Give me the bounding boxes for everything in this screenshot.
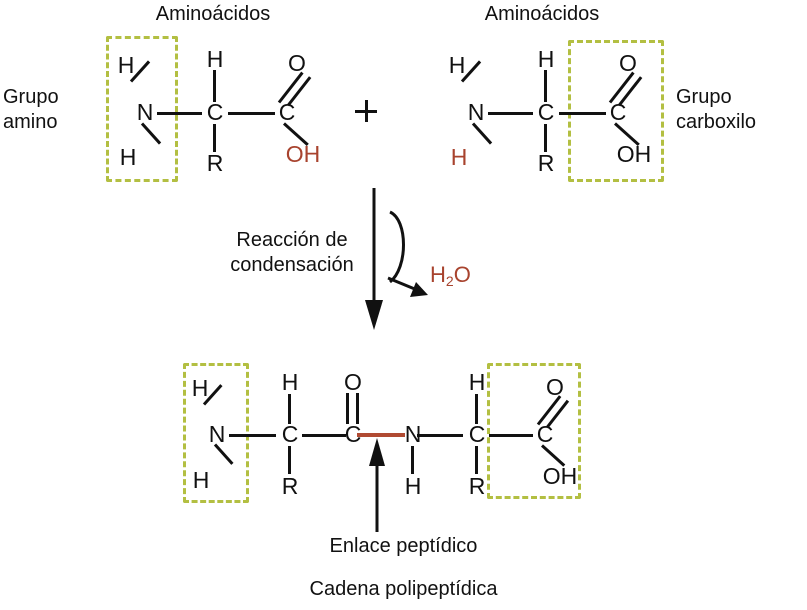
atom-c-carboxyl-chain: C xyxy=(536,421,554,447)
atom-h-amine-top-chain: H xyxy=(191,375,209,401)
label-grupo-carboxilo: Grupo carboxilo xyxy=(676,86,757,133)
atom-c-carbonyl-chain: C xyxy=(344,421,362,447)
atom-o-double-right: O xyxy=(619,50,637,76)
atom-h-amine-bottom-chain: H xyxy=(192,467,210,493)
atom-c-carboxyl-right: C xyxy=(609,99,627,125)
bond-n-calpha-left xyxy=(157,111,202,115)
bond-calpha-h-right xyxy=(543,70,547,102)
atom-h-alpha2-chain: H xyxy=(468,369,486,395)
atom-h-alpha-left: H xyxy=(206,46,224,72)
atom-r1-chain: R xyxy=(281,473,299,499)
atom-h-amine-top-left: H xyxy=(117,52,135,78)
atom-h-amide-chain: H xyxy=(404,473,422,499)
amino-group-highlight-box-chain xyxy=(183,363,249,503)
bond-calpha2-h-chain xyxy=(474,394,478,424)
atom-c-alpha1-chain: C xyxy=(281,421,299,447)
atom-r2-chain: R xyxy=(468,473,486,499)
atom-c-alpha2-chain: C xyxy=(468,421,486,447)
atom-n-amide-chain: N xyxy=(404,421,422,447)
carboxyl-group-highlight-box-chain xyxy=(487,363,581,499)
bond-calpha1-h-chain xyxy=(287,394,291,424)
bond-calpha2-ccarboxyl-chain xyxy=(489,433,533,437)
bond-n-calpha1-chain xyxy=(229,433,276,437)
atom-oh-chain: OH xyxy=(542,463,578,489)
reaction-arrow xyxy=(365,188,428,330)
label-cadena-polipeptidica: Cadena polipeptídica xyxy=(309,578,498,600)
water-subscript: 2 xyxy=(445,273,454,289)
bond-carbonyl-double-a-chain xyxy=(345,393,349,424)
bond-calpha2-r-chain xyxy=(474,446,478,474)
bond-calpha1-ccarbonyl-chain xyxy=(302,433,346,437)
atom-h-alpha-right: H xyxy=(537,46,555,72)
water-o: O xyxy=(453,262,471,287)
bond-calpha-r-right xyxy=(543,124,547,152)
bond-calpha-ccarboxyl-right xyxy=(559,111,606,115)
atom-n-right: N xyxy=(467,99,485,125)
bond-calpha1-r-chain xyxy=(287,446,291,474)
title-aminoacids-left: Aminoácidos xyxy=(155,3,271,25)
peptide-bond-pointer-arrow xyxy=(369,438,385,532)
bond-carbonyl-double-b-chain xyxy=(355,393,359,424)
bond-n-h-bottom-right xyxy=(471,122,493,145)
atom-h-amine-bottom-left: H xyxy=(119,144,137,170)
water-h: H xyxy=(430,262,446,287)
label-grupo-amino: Grupo amino xyxy=(3,86,59,133)
atom-n-terminal-chain: N xyxy=(208,421,226,447)
atom-c-carboxyl-left: C xyxy=(278,99,296,125)
label-reaccion-condensacion: Reacción de condensación xyxy=(230,229,354,276)
atom-h-alpha1-chain: H xyxy=(281,369,299,395)
atom-r-right: R xyxy=(537,150,555,176)
amino-group-highlight-box-left xyxy=(106,36,178,182)
atom-oh-left: OH xyxy=(285,141,321,167)
atom-o-double-left: O xyxy=(288,50,306,76)
bond-n-calpha-right xyxy=(488,111,533,115)
bond-calpha-h-left xyxy=(212,70,216,102)
bond-namide-calpha2-chain xyxy=(417,433,463,437)
water-molecule-label: H2O xyxy=(430,262,471,290)
title-aminoacids-right: Aminoácidos xyxy=(484,3,600,25)
bond-calpha-ccarboxyl-left xyxy=(228,111,275,115)
atom-oh-right: OH xyxy=(616,141,652,167)
atom-r-left: R xyxy=(206,150,224,176)
atom-c-alpha-left: C xyxy=(206,99,224,125)
atom-h-amine-bottom-right: H xyxy=(450,144,468,170)
bond-namide-h-chain xyxy=(410,446,414,474)
label-enlace-peptidico: Enlace peptídico xyxy=(329,535,478,557)
bond-peptide-chain xyxy=(357,433,405,437)
atom-h-amine-top-right: H xyxy=(448,52,466,78)
atom-n-left: N xyxy=(136,99,154,125)
carboxyl-group-highlight-box-right xyxy=(568,40,664,182)
atom-o-double2-chain: O xyxy=(546,374,564,400)
plus-sign xyxy=(355,100,377,122)
bond-calpha-r-left xyxy=(212,124,216,152)
atom-c-alpha-right: C xyxy=(537,99,555,125)
atom-o-double1-chain: O xyxy=(344,369,362,395)
